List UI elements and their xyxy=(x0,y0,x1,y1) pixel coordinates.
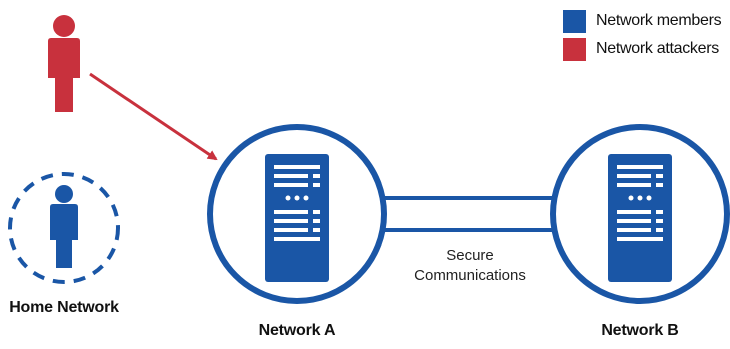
link-label-line2: Communications xyxy=(414,267,526,284)
secure-communications-label: Secure Communications xyxy=(395,246,545,286)
legend-label-members: Network members xyxy=(596,12,722,29)
network-a-node xyxy=(207,124,387,304)
network-b-label: Network B xyxy=(601,322,679,339)
home-network-boundary xyxy=(8,172,120,284)
legend-item-attackers: Network attackers xyxy=(563,36,730,64)
home-network-label: Home Network xyxy=(9,299,119,316)
legend-swatch-members xyxy=(563,10,586,33)
server-b-icon xyxy=(608,154,672,282)
network-b-node xyxy=(550,124,730,304)
member-person-icon xyxy=(50,185,78,268)
legend-item-members: Network members xyxy=(563,8,730,36)
server-a-icon xyxy=(265,154,329,282)
link-label-line1: Secure xyxy=(446,247,494,264)
home-network-node xyxy=(8,172,120,284)
network-a-label: Network A xyxy=(258,322,336,339)
attack-arrow-icon xyxy=(89,72,218,161)
legend-label-attackers: Network attackers xyxy=(596,40,719,57)
secure-link xyxy=(385,196,555,232)
attacker-person-icon xyxy=(48,15,80,112)
legend: Network members Network attackers xyxy=(563,8,730,64)
legend-swatch-attackers xyxy=(563,38,586,61)
